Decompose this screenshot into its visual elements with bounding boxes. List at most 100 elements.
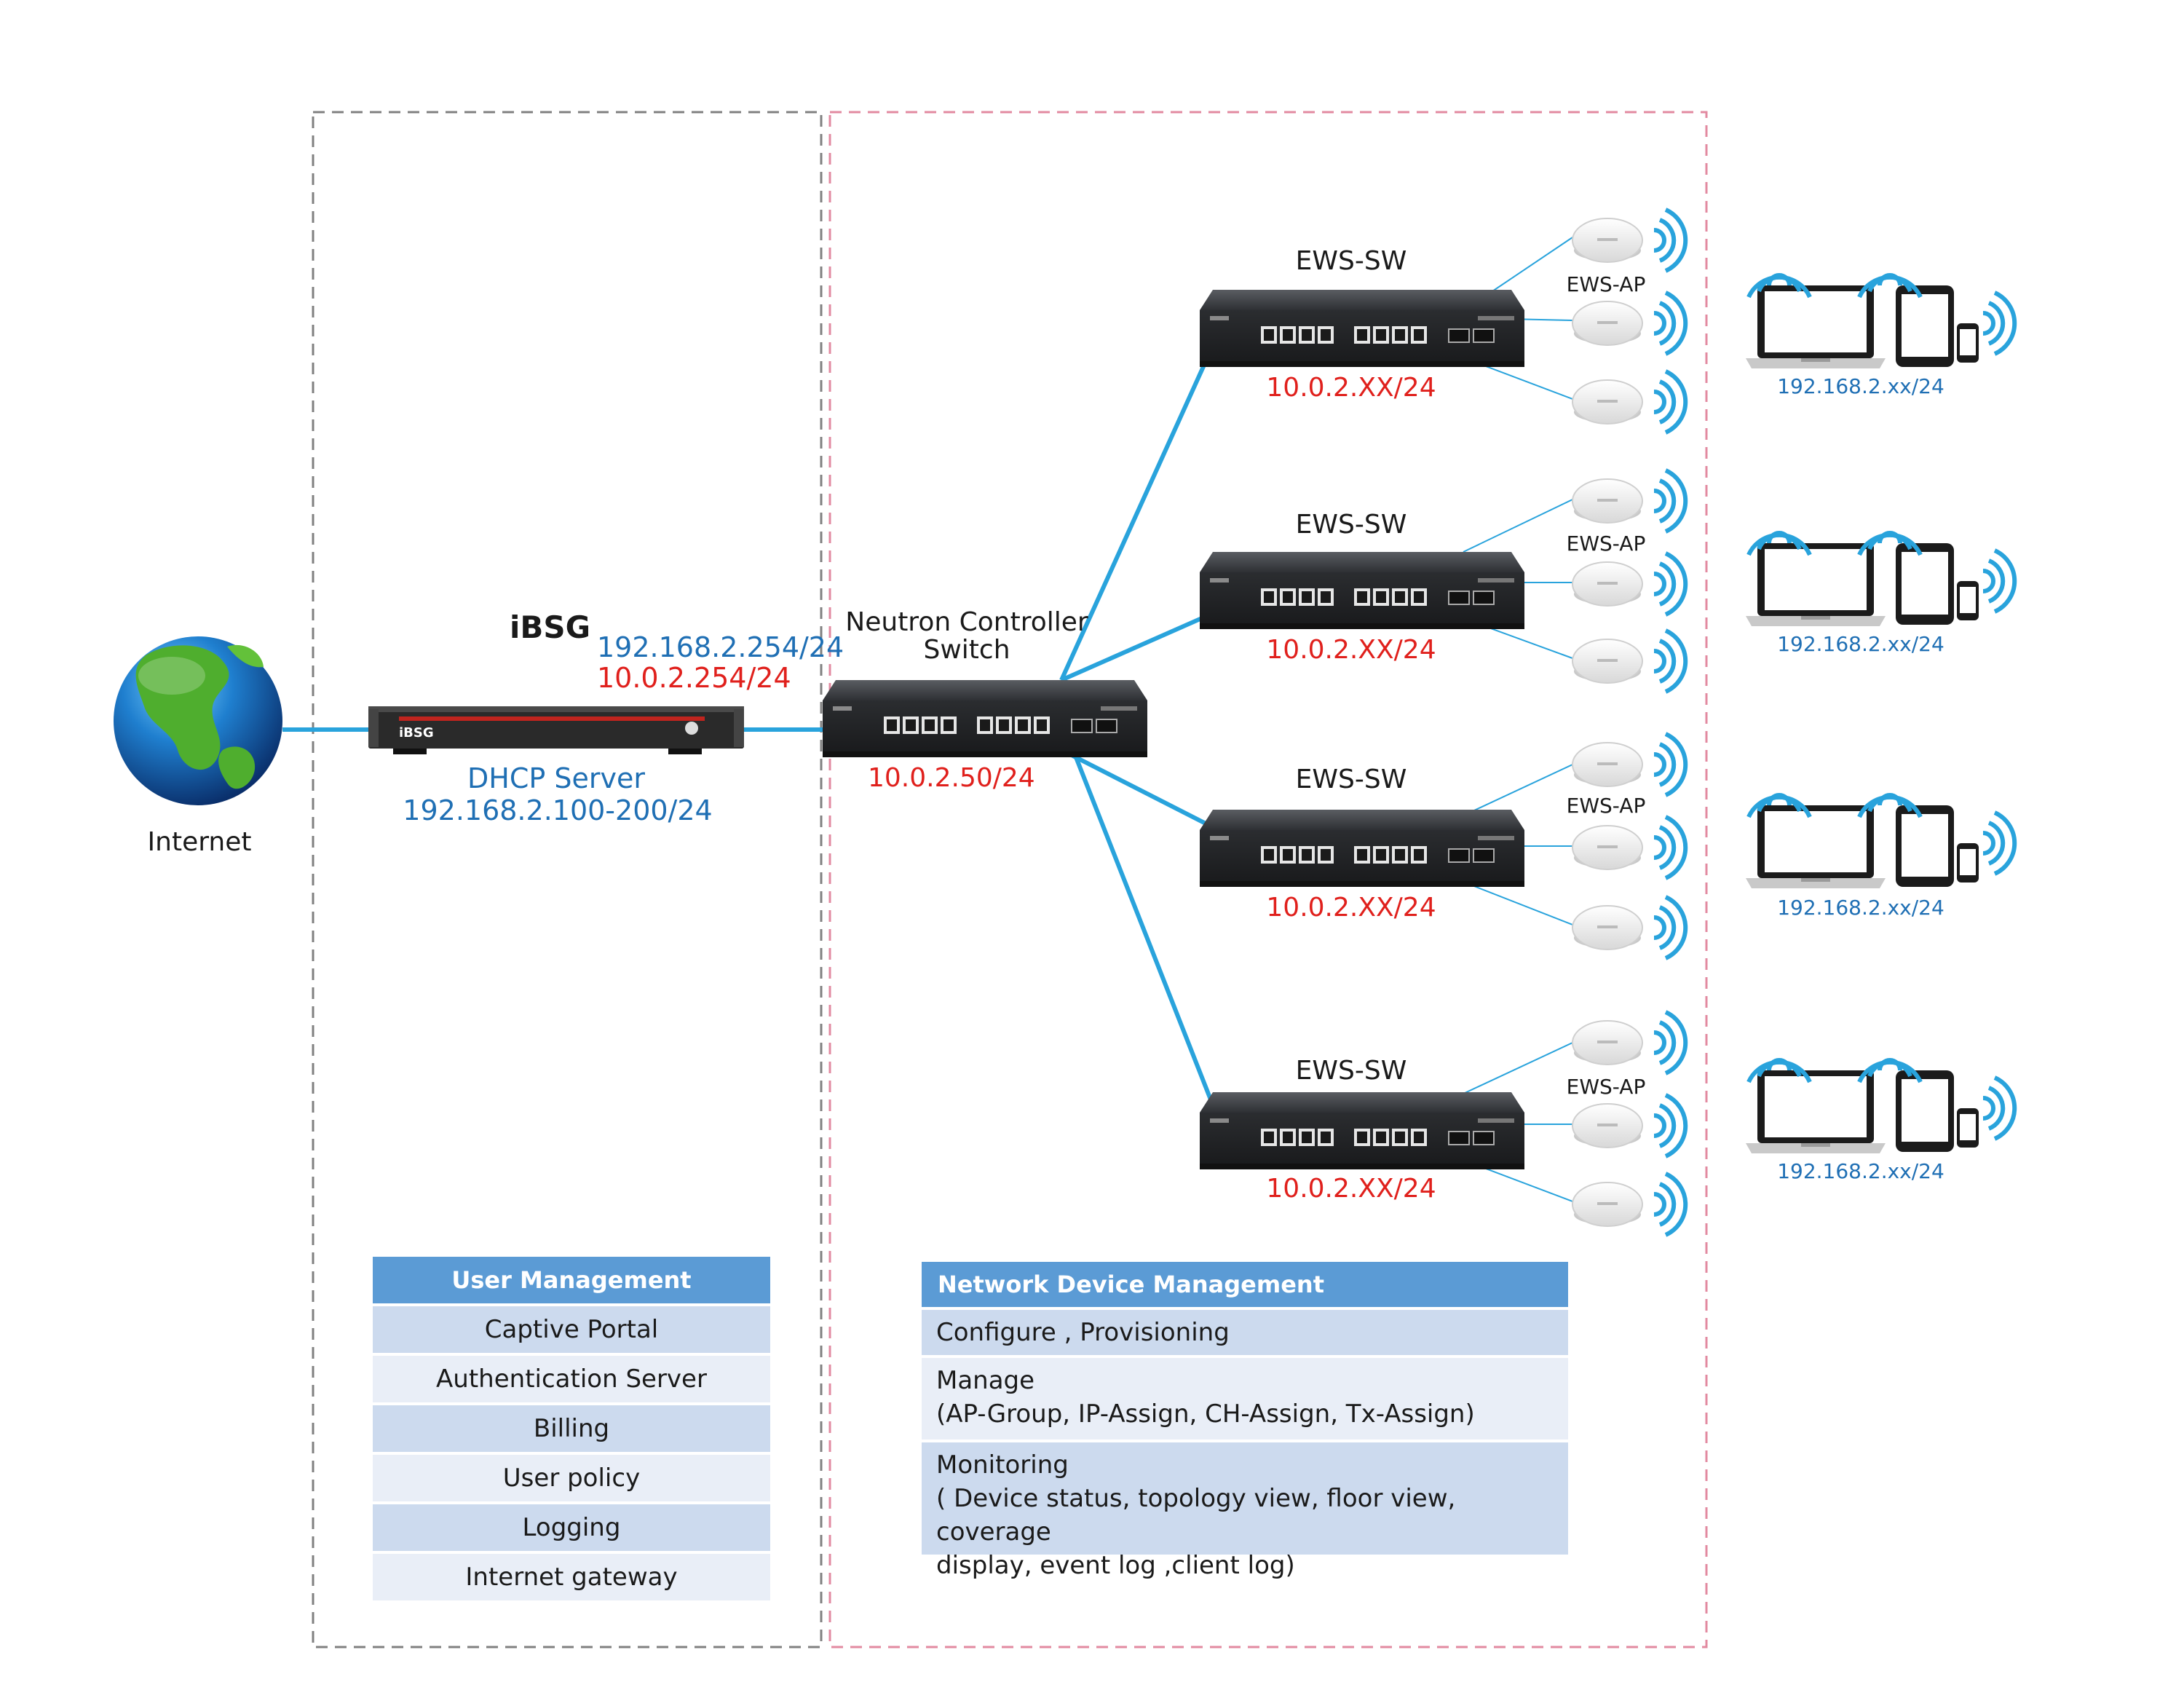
controller-zone-border [828, 111, 1708, 1648]
user-management-item: Authentication Server [373, 1353, 770, 1402]
ibsg-device-badge: iBSG [399, 725, 434, 741]
laptop-icon [1746, 805, 1886, 888]
access-point-icon [1572, 639, 1643, 684]
ibsg-device: iBSG [368, 706, 744, 754]
ndm-row-line: Manage [936, 1366, 1035, 1395]
wifi-signal-icon [1654, 631, 1685, 692]
access-point-icon [1572, 1020, 1643, 1065]
tablet-icon [1896, 285, 1954, 367]
wifi-signal-icon [1654, 897, 1685, 958]
user-management-item: Captive Portal [373, 1303, 770, 1353]
ews-sw-ip: 10.0.2.XX/24 [1266, 373, 1436, 403]
user-management-item: Logging [373, 1501, 770, 1551]
ews-sw-ip: 10.0.2.XX/24 [1266, 1174, 1436, 1204]
ibsg-mgmt-ip: 10.0.2.254/24 [597, 662, 791, 694]
tablet-icon [1896, 1070, 1954, 1152]
ews-switch [1199, 289, 1525, 368]
controller-title-line2: Switch [923, 635, 1010, 665]
link-controller-sw4 [1074, 756, 1219, 1118]
access-point-icon [1572, 478, 1643, 524]
link-controller-sw1 [1059, 354, 1211, 682]
ibsg-zone-border [312, 111, 823, 1648]
access-point-icon [1572, 742, 1643, 787]
ap-links [1463, 237, 1573, 1202]
client-subnet: 192.168.2.xx/24 [1777, 632, 1944, 656]
wifi-signal-icon [1654, 470, 1685, 532]
internet-label: Internet [148, 827, 252, 857]
user-management-item: User policy [373, 1452, 770, 1501]
user-management-item: Billing [373, 1402, 770, 1452]
dhcp-range: 192.168.2.100-200/24 [403, 794, 712, 826]
wifi-signal-icon [1983, 293, 2014, 354]
ndm-row-line: display, event log ,client log) [936, 1551, 1295, 1580]
wifi-signal-icon [1654, 553, 1685, 615]
ews-sw-label: EWS-SW [1296, 510, 1407, 540]
ndm-row-line: (AP-Group, IP-Assign, CH-Assign, Tx-Assi… [936, 1399, 1475, 1429]
link-controller-sw3 [1060, 748, 1217, 831]
ibsg-lan-ip: 192.168.2.254/24 [597, 631, 844, 663]
ews-ap-label: EWS-AP [1567, 1075, 1646, 1099]
ndm-row-line: Configure , Provisioning [936, 1318, 1230, 1347]
phone-icon [1957, 1108, 1979, 1148]
ndm-row-configure: Configure , Provisioning [922, 1307, 1568, 1355]
ews-ap-label: EWS-AP [1567, 794, 1646, 818]
tablet-icon [1896, 805, 1954, 887]
wifi-signal-icon [1654, 734, 1685, 795]
wifi-signal-icon [1983, 813, 2014, 874]
network-device-management-table: Network Device Management Configure , Pr… [922, 1262, 1568, 1580]
access-point-icon [1572, 825, 1643, 870]
laptop-icon [1746, 285, 1886, 368]
wifi-signal-icon [1654, 817, 1685, 878]
wifi-signal-icon [1983, 1078, 2014, 1139]
phone-icon [1957, 843, 1979, 882]
wifi-signal-icon [1654, 1095, 1685, 1156]
user-management-item: Internet gateway [373, 1551, 770, 1600]
ndm-row-line: Monitoring [936, 1450, 1069, 1480]
link-controller-sw2 [1060, 613, 1210, 682]
access-point-icon [1572, 561, 1643, 607]
wifi-signal-icon [1654, 293, 1685, 354]
access-point-icon [1572, 905, 1643, 950]
ews-ap-label: EWS-AP [1567, 272, 1646, 296]
tablet-icon [1896, 543, 1954, 625]
ndm-row-line: ( Device status, topology view, floor vi… [936, 1484, 1456, 1547]
wifi-signal-icon [1654, 1012, 1685, 1073]
wifi-signal-icon [1654, 1174, 1685, 1235]
access-point-icon [1572, 218, 1643, 263]
ibsg-title: iBSG [510, 609, 590, 645]
ews-switch [1199, 1091, 1525, 1170]
access-point-icon [1572, 301, 1643, 346]
ews-sw-label: EWS-SW [1296, 765, 1407, 794]
laptop-icon [1746, 543, 1886, 626]
ndm-row-monitoring: Monitoring ( Device status, topology vie… [922, 1440, 1568, 1580]
access-point-icon [1572, 379, 1643, 425]
ews-switch [1199, 551, 1525, 630]
controller-title-line1: Neutron Controller [845, 607, 1088, 637]
wifi-signal-icon [1983, 550, 2014, 612]
controller-ip: 10.0.2.50/24 [868, 763, 1035, 793]
user-management-table: User Management Captive Portal Authentic… [373, 1257, 770, 1600]
client-subnet: 192.168.2.xx/24 [1777, 374, 1944, 398]
phone-icon [1957, 323, 1979, 363]
network-device-management-header: Network Device Management [922, 1262, 1568, 1307]
ews-sw-ip: 10.0.2.XX/24 [1266, 893, 1436, 923]
access-point-icon [1572, 1103, 1643, 1148]
wifi-signal-icon [1654, 210, 1685, 271]
ews-sw-label: EWS-SW [1296, 1056, 1407, 1086]
ews-switch [1199, 809, 1525, 888]
ews-ap-label: EWS-AP [1567, 532, 1646, 556]
ews-sw-label: EWS-SW [1296, 246, 1407, 276]
phone-icon [1957, 581, 1979, 620]
ndm-row-manage: Manage (AP-Group, IP-Assign, CH-Assign, … [922, 1355, 1568, 1440]
client-subnet: 192.168.2.xx/24 [1777, 1159, 1944, 1183]
user-management-header: User Management [373, 1257, 770, 1303]
controller-switch-device [822, 679, 1148, 758]
client-subnet: 192.168.2.xx/24 [1777, 896, 1944, 920]
globe-icon [114, 636, 282, 805]
laptop-icon [1746, 1070, 1886, 1153]
ews-sw-ip: 10.0.2.XX/24 [1266, 635, 1436, 665]
dhcp-server-label: DHCP Server [467, 762, 645, 794]
access-point-icon [1572, 1182, 1643, 1227]
links [282, 354, 1219, 1118]
